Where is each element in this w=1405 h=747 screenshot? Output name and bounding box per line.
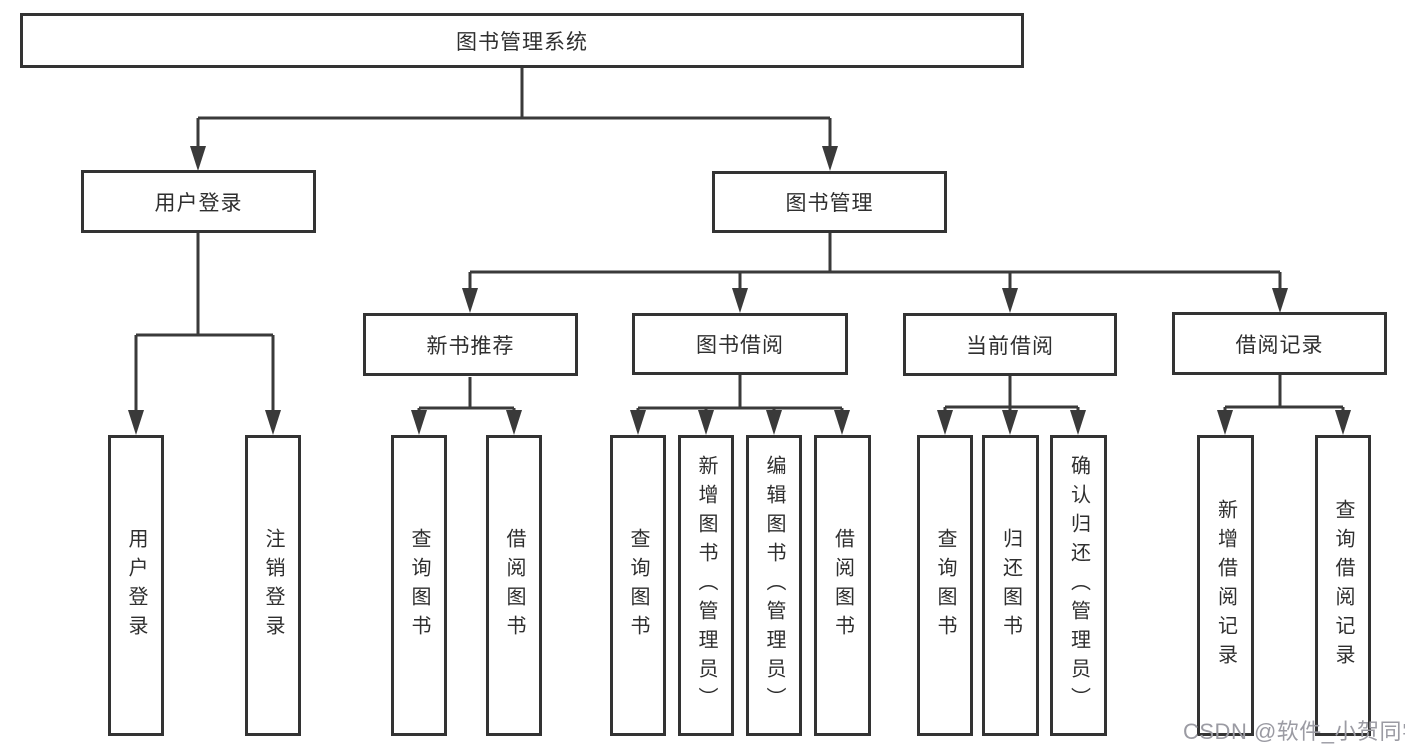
leaf-add-borrow-record: 新增借阅记录 (1197, 435, 1254, 736)
leaf-borrow-books-2: 借阅图书 (814, 435, 871, 736)
leaf-query-borrow-record-label: 查询借阅记录 (1332, 498, 1354, 673)
arrow-to-leaf-return-books (1002, 410, 1018, 435)
leaf-query-books-3-label: 查询图书 (934, 527, 956, 644)
leaf-query-books-1: 查询图书 (391, 435, 447, 736)
leaf-add-borrow-record-label: 新增借阅记录 (1214, 498, 1237, 673)
arrow-to-leaf-query-books-1 (411, 410, 427, 435)
leaf-confirm-return-admin-label: 确认归还（管理员） (1067, 455, 1090, 716)
arrow-to-leaf-borrow-books-2 (834, 410, 850, 435)
connector-borrowing-records-branch (1223, 375, 1345, 414)
leaf-query-books-1-label: 查询图书 (408, 527, 430, 644)
node-book-management: 图书管理 (712, 171, 947, 233)
arrow-to-book-management (822, 146, 838, 171)
arrow-to-book-borrowing (732, 288, 748, 313)
arrow-to-new-book (462, 288, 478, 313)
arrow-to-leaf-query-books-2 (630, 410, 646, 435)
leaf-query-books-3: 查询图书 (917, 435, 973, 736)
node-book-borrowing: 图书借阅 (632, 313, 848, 375)
connector-user-login-branch (134, 233, 275, 412)
arrow-to-leaf-confirm-return (1070, 410, 1086, 435)
arrow-to-leaf-logout (265, 410, 281, 435)
arrow-to-leaf-add-record (1217, 410, 1233, 435)
leaf-edit-books-admin-label: 编辑图书（管理员） (763, 455, 785, 716)
arrow-to-leaf-query-record (1335, 410, 1351, 435)
connector-book-borrowing-branch (636, 375, 844, 414)
leaf-return-books-label: 归还图书 (999, 527, 1022, 644)
node-user-login: 用户登录 (81, 170, 316, 233)
arrow-to-leaf-borrow-books-1 (506, 410, 522, 435)
arrow-to-borrowing-records (1272, 288, 1288, 313)
node-current-borrowing: 当前借阅 (903, 313, 1117, 376)
arrow-to-user-login (190, 146, 206, 171)
leaf-logout-label: 注销登录 (262, 527, 284, 644)
arrow-to-leaf-user-login (128, 410, 144, 435)
arrow-to-leaf-add-books (698, 410, 714, 435)
leaf-add-books-admin: 新增图书（管理员） (678, 435, 734, 736)
leaf-user-login-label: 用户登录 (125, 527, 147, 644)
leaf-user-login: 用户登录 (108, 435, 164, 736)
connector-new-book-branch (417, 377, 516, 414)
leaf-borrow-books-1-label: 借阅图书 (503, 527, 525, 644)
node-new-book-recommendation: 新书推荐 (363, 313, 578, 376)
leaf-query-borrow-record: 查询借阅记录 (1315, 435, 1371, 736)
leaf-query-books-2: 查询图书 (610, 435, 666, 736)
leaf-add-books-admin-label: 新增图书（管理员） (695, 455, 717, 716)
leaf-logout: 注销登录 (245, 435, 301, 736)
arrow-to-current-borrowing (1002, 288, 1018, 313)
leaf-edit-books-admin: 编辑图书（管理员） (746, 435, 802, 736)
leaf-borrow-books-2-label: 借阅图书 (831, 527, 854, 644)
leaf-confirm-return-admin: 确认归还（管理员） (1050, 435, 1107, 736)
connector-current-borrowing-branch (943, 376, 1080, 414)
leaf-query-books-2-label: 查询图书 (627, 527, 649, 644)
leaf-borrow-books-1: 借阅图书 (486, 435, 542, 736)
arrow-to-leaf-query-books-3 (937, 410, 953, 435)
watermark-text: CSDN @软件_小贺同学 (1183, 719, 1405, 744)
connector-root-to-level2 (196, 68, 832, 148)
arrow-to-leaf-edit-books (766, 410, 782, 435)
node-borrowing-records: 借阅记录 (1172, 312, 1387, 375)
connector-book-management-branch (468, 233, 1282, 290)
leaf-return-books: 归还图书 (982, 435, 1039, 736)
node-library-management-system: 图书管理系统 (20, 13, 1024, 68)
